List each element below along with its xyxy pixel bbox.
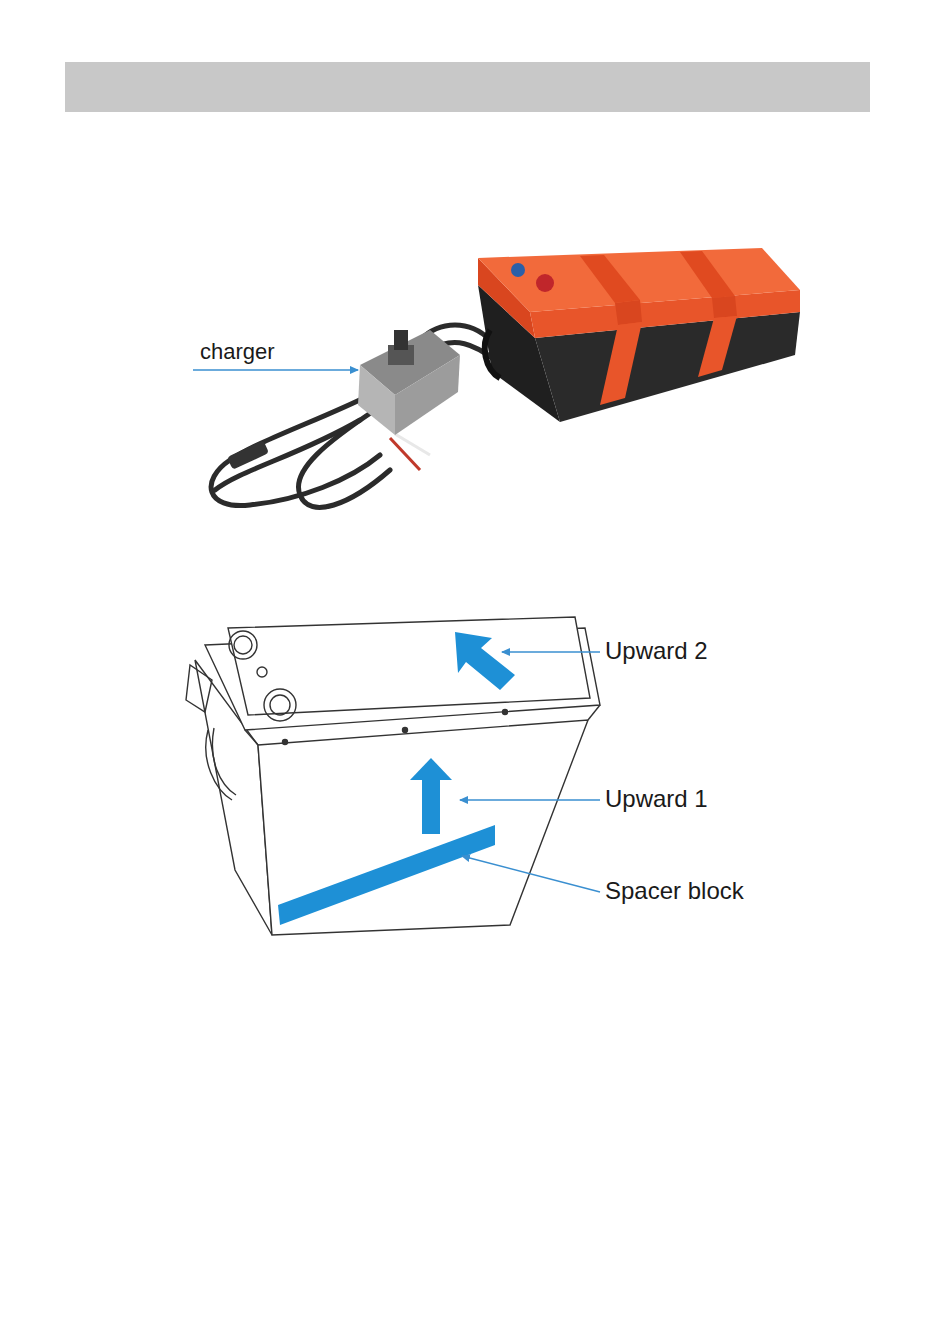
leader-lines — [460, 652, 600, 892]
battery-drawing — [186, 617, 600, 935]
part-label: charger — [198, 340, 277, 364]
cable-plug — [227, 440, 269, 470]
white-wire — [395, 434, 430, 455]
callout-label: Spacer block — [603, 878, 746, 904]
callout-label: Upward 1 — [603, 786, 710, 812]
upward-arrow — [410, 632, 515, 834]
callout-label: Upward 2 — [603, 638, 710, 664]
spacer-block — [278, 825, 495, 925]
red-wire — [390, 438, 420, 470]
header-bar — [65, 62, 870, 112]
battery-photo — [478, 248, 800, 422]
charger-unit — [358, 330, 460, 435]
leader-line — [193, 369, 358, 371]
